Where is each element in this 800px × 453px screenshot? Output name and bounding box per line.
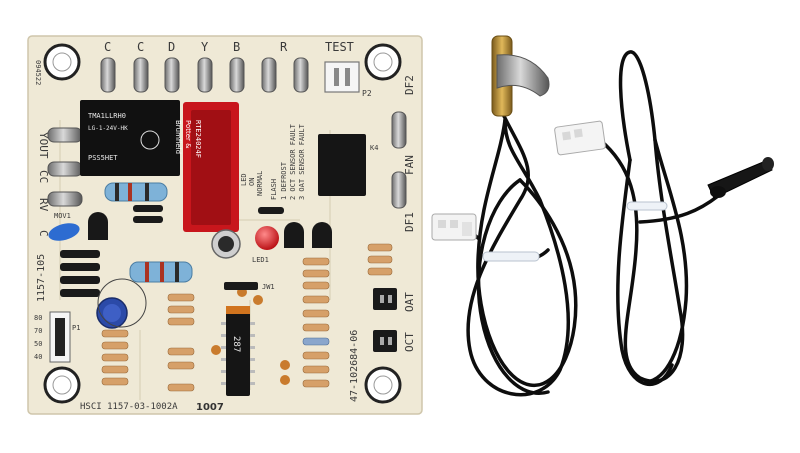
svg-text:Potter &: Potter & [184,120,192,149]
spade-terminals-right [391,111,407,209]
svg-text:80: 80 [34,314,42,322]
temp-selector-header: 80 70 50 40 P1 [34,311,80,363]
spade-terminals-top [100,57,309,93]
svg-text:MOV1: MOV1 [54,212,71,220]
resistor-cluster [101,243,393,392]
part-number-left: 1157-105 [36,254,47,302]
svg-text:FLASH: FLASH [270,179,278,200]
svg-text:JW1: JW1 [262,283,275,291]
left-sensor-connector [431,213,477,241]
svg-text:40: 40 [34,353,42,361]
capacitors [96,229,241,329]
part-number-bottom: HSCI 1157-03-1002A [80,402,178,412]
left-label: CC [37,170,50,183]
svg-text:K4: K4 [370,144,378,152]
svg-text:3 OAT SENSOR FAULT: 3 OAT SENSOR FAULT [298,123,306,200]
svg-text:TMA1LLRH0: TMA1LLRH0 [88,112,126,120]
terminal-label: D [168,40,175,54]
terminal-label: B [233,40,240,54]
svg-text:287: 287 [231,336,241,352]
svg-text:LED: LED [240,173,248,186]
bulb-sensor [554,50,774,386]
transistors [88,212,332,248]
part-number-right: 47-102684-06 [349,330,360,402]
svg-text:PSS5HET: PSS5HET [88,154,118,162]
terminal-label: C [137,40,144,54]
jumper-jw1: JW1 [224,282,275,291]
terminal-label: Y [201,40,209,54]
ceramic-capacitors [211,287,290,385]
svg-text:NORMAL: NORMAL [256,171,264,196]
left-label: C [37,230,50,237]
mode-labels: LED ON NORMAL FLASH 1 DEFROST 2 OCT SENS… [240,123,306,200]
test-label: TEST [325,40,354,54]
left-label: RV [37,198,50,212]
right-labels: DF2 FAN DF1 [403,75,416,232]
header-label-oat: OAT [403,292,416,312]
test-pin-header: P2 [324,61,372,98]
svg-text:LG-1-24V-HK: LG-1-24V-HK [88,125,128,132]
terminal-labels: C C D Y B R TEST [104,40,354,54]
svg-text:RTE24024F: RTE24024F [194,120,202,158]
header-label-oct: OCT [403,332,416,352]
right-label: DF1 [403,212,416,232]
terminal-label: C [104,40,111,54]
ic-chip: 287 [221,306,255,396]
right-sensor-connector [554,120,606,156]
pipe-clamp-sensor [431,35,578,397]
right-label: FAN [403,155,416,175]
svg-text:2 OCT SENSOR FAULT: 2 OCT SENSOR FAULT [289,123,297,200]
control-board: C C D Y B R TEST P2 YOUT CC [27,35,423,415]
spade-terminals-left [47,127,83,207]
svg-text:ON: ON [248,178,256,186]
svg-text:LED1: LED1 [252,256,269,264]
left-label: YOUT [37,132,50,159]
terminal-label: R [280,40,288,54]
svg-text:Brumfield: Brumfield [174,120,182,154]
svg-text:70: 70 [34,327,42,335]
mov-varistor: MOV1 [48,212,80,241]
right-label: DF2 [403,75,416,95]
diodes [60,205,284,297]
status-led: LED1 [252,226,279,264]
date-code: 1007 [196,402,224,413]
small-relay: K4 [318,134,378,196]
svg-text:1 DEFROST: 1 DEFROST [280,161,288,200]
left-labels: YOUT CC RV C 094522 [34,60,50,237]
mounting-holes [43,43,402,404]
svg-text:P2: P2 [362,89,372,98]
red-relay: RTE24024F Potter & Brumfield [174,102,239,232]
black-relay: TMA1LLRH0 LG-1-24V-HK PSS5HET [80,100,180,176]
svg-text:50: 50 [34,340,42,348]
resistor-row-upper [104,182,193,283]
svg-text:P1: P1 [72,324,80,332]
board-code: 094522 [34,60,42,85]
part-numbers: 1157-105 HSCI 1157-03-1002A 1007 47-1026… [36,254,360,413]
sensor-headers: OAT OCT [373,288,416,352]
